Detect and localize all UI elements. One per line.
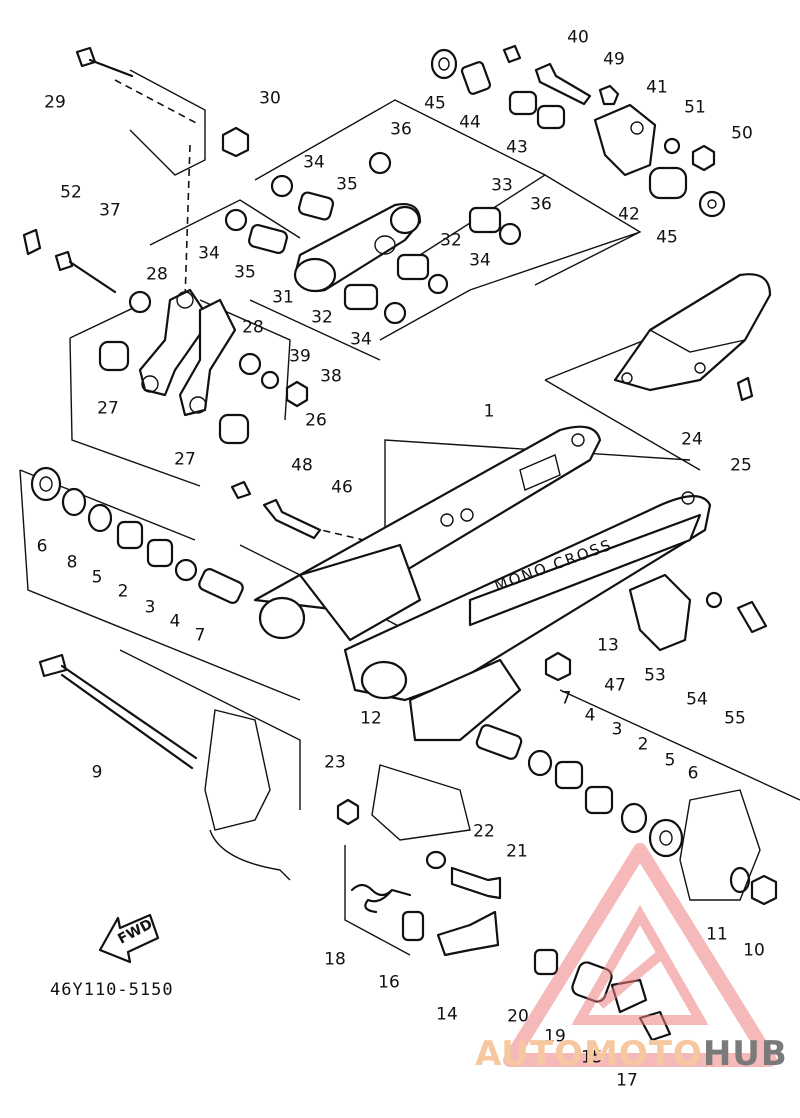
callout-38: 38 [320, 366, 342, 387]
callout-20: 20 [507, 1006, 529, 1027]
callout-29: 29 [44, 92, 66, 113]
callout-44: 44 [459, 112, 481, 133]
connecting-rod [293, 203, 422, 293]
callout-28b: 28 [242, 317, 264, 338]
callout-50: 50 [731, 123, 753, 144]
diagram-code: 46Y110-5150 [50, 980, 174, 1000]
callout-25: 25 [730, 455, 752, 476]
watermark-text-part1: AUTOMOTO [475, 1034, 703, 1074]
callout-13: 13 [597, 635, 619, 656]
callout-2: 2 [117, 581, 129, 602]
callout-10: 10 [743, 940, 765, 961]
bearings [98, 61, 688, 1003]
callout-33: 33 [491, 175, 513, 196]
callout-6: 6 [36, 536, 48, 557]
callout-46: 46 [331, 477, 353, 498]
callout-4b: 4 [584, 705, 596, 726]
callout-53: 53 [644, 665, 666, 686]
callout-16: 16 [378, 972, 400, 993]
relay-arm [138, 288, 237, 417]
callout-2b: 2 [637, 734, 649, 755]
watermark-text: AUTOMOTOHUB [475, 1034, 788, 1074]
callout-7: 7 [194, 625, 206, 646]
callout-27b: 27 [174, 449, 196, 470]
callout-47: 47 [604, 675, 626, 696]
callout-34d: 34 [350, 329, 372, 350]
callout-12: 12 [360, 708, 382, 729]
callout-52: 52 [60, 182, 82, 203]
callout-3b: 3 [611, 719, 623, 740]
callout-19: 19 [544, 1026, 566, 1047]
callout-37: 37 [99, 200, 121, 221]
callout-14: 14 [436, 1004, 458, 1025]
callout-34c: 34 [469, 250, 491, 271]
forward-arrow [98, 913, 160, 964]
callout-48: 48 [291, 455, 313, 476]
callout-3: 3 [144, 597, 156, 618]
callout-40: 40 [567, 27, 589, 48]
callout-35: 35 [336, 174, 358, 195]
callout-28: 28 [146, 264, 168, 285]
watermark-text-part2: HUB [702, 1034, 788, 1074]
callout-32b: 32 [311, 307, 333, 328]
callout-51: 51 [684, 97, 706, 118]
callout-11: 11 [706, 924, 728, 945]
frame-outline [129, 69, 761, 901]
callout-22: 22 [473, 821, 495, 842]
callout-6b: 6 [687, 763, 699, 784]
callout-39: 39 [289, 346, 311, 367]
callout-23: 23 [324, 752, 346, 773]
callout-45: 45 [424, 93, 446, 114]
callout-4: 4 [169, 611, 181, 632]
callout-24: 24 [681, 429, 703, 450]
callout-21: 21 [506, 841, 528, 862]
watermark-logo [503, 843, 777, 1067]
callout-36b: 36 [530, 194, 552, 215]
callout-42: 42 [618, 204, 640, 225]
callout-32: 32 [440, 230, 462, 251]
callout-1: 1 [483, 401, 495, 422]
bolts [22, 44, 768, 1042]
link-bracket [593, 103, 657, 177]
chain-support-plate [628, 573, 692, 652]
callout-26: 26 [305, 410, 327, 431]
callout-17: 17 [616, 1070, 638, 1091]
callout-31: 31 [272, 287, 294, 308]
callout-5b: 5 [664, 750, 676, 771]
callout-34: 34 [303, 152, 325, 173]
chain-puller [436, 910, 500, 957]
washers [30, 48, 751, 894]
callout-36: 36 [390, 119, 412, 140]
callout-8: 8 [66, 552, 78, 573]
callout-15: 15 [581, 1047, 603, 1068]
callout-5: 5 [91, 567, 103, 588]
callout-55: 55 [724, 708, 746, 729]
nuts [221, 84, 778, 906]
callout-30: 30 [259, 88, 281, 109]
callout-7b: 7 [560, 688, 572, 709]
callout-41: 41 [646, 77, 668, 98]
callout-9: 9 [91, 762, 103, 783]
spring [350, 883, 412, 914]
callout-45b: 45 [656, 227, 678, 248]
callout-34b: 34 [198, 243, 220, 264]
callout-27: 27 [97, 398, 119, 419]
callout-49: 49 [603, 49, 625, 70]
callout-43: 43 [506, 137, 528, 158]
callout-54: 54 [686, 689, 708, 710]
swingarm [253, 425, 712, 742]
chain-guard [613, 273, 772, 392]
callout-35b: 35 [234, 262, 256, 283]
callout-18: 18 [324, 949, 346, 970]
